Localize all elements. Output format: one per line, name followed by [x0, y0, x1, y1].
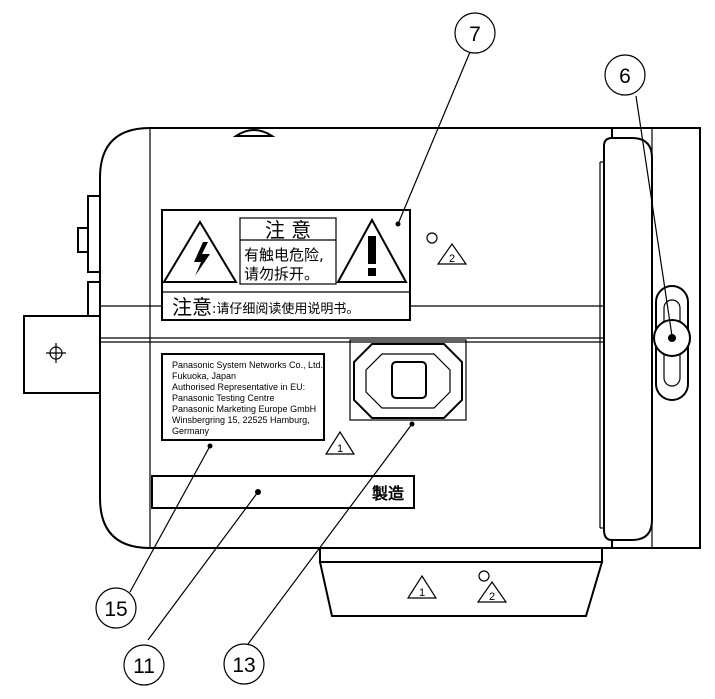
svg-text:2: 2: [449, 253, 455, 265]
triangle-mark-1-bottom: 1: [406, 574, 438, 599]
svg-text:13: 13: [232, 654, 255, 677]
svg-text:1: 1: [419, 587, 425, 599]
side-connectors: [77, 195, 103, 317]
triangle-mark-2-bottom: 2: [476, 570, 508, 603]
callout-13: 13: [223, 643, 265, 685]
svg-text:11: 11: [133, 655, 155, 678]
svg-text:7: 7: [469, 23, 481, 46]
maker-line-4: Panasonic Testing Centre: [172, 393, 274, 403]
triangle-mark-2-top: 2: [426, 232, 468, 265]
leader-lines: [129, 51, 673, 645]
warning-footer-text: :请仔细阅读使用说明书。: [212, 301, 359, 317]
warning-label: 注 意 有触电危险, 请勿拆开。 注意 :请仔细阅读使用说明书。: [161, 209, 411, 321]
maker-line-2: Fukuoka, Japan: [172, 371, 236, 381]
connector-port: [349, 339, 467, 421]
maker-label: Panasonic System Networks Co., Ltd. Fuku…: [161, 353, 325, 441]
lens-barrel: [603, 127, 701, 549]
maker-line-1: Panasonic System Networks Co., Ltd.: [172, 360, 323, 370]
warning-body-line1: 有触电危险,: [244, 246, 324, 264]
warning-footer-title: 注意: [172, 295, 212, 319]
triangle-mark-1-mid: 1: [324, 430, 356, 455]
manufacture-plate-text: 製造: [371, 484, 405, 503]
svg-text:2: 2: [489, 591, 495, 603]
callout-11: 11: [123, 644, 165, 686]
callout-7: 7: [454, 12, 496, 54]
callout-6: 6: [604, 54, 646, 96]
maker-line-5: Panasonic Marketing Europe GmbH: [172, 404, 316, 414]
manufacture-plate: 製造: [151, 475, 415, 509]
bottom-foot: [318, 547, 604, 617]
warning-body-line2: 请勿拆开。: [244, 265, 319, 283]
svg-text:15: 15: [104, 598, 127, 621]
svg-text:6: 6: [619, 65, 631, 88]
warning-title: 注 意: [265, 218, 311, 242]
mounting-bracket: [23, 315, 101, 394]
svg-text:1: 1: [337, 443, 343, 455]
maker-line-7: Germany: [172, 426, 210, 436]
maker-line-3: Authorised Representative in EU:: [172, 382, 305, 392]
callout-15: 15: [95, 587, 137, 629]
maker-line-6: Winsbergring 15, 22525 Hamburg,: [172, 415, 310, 425]
